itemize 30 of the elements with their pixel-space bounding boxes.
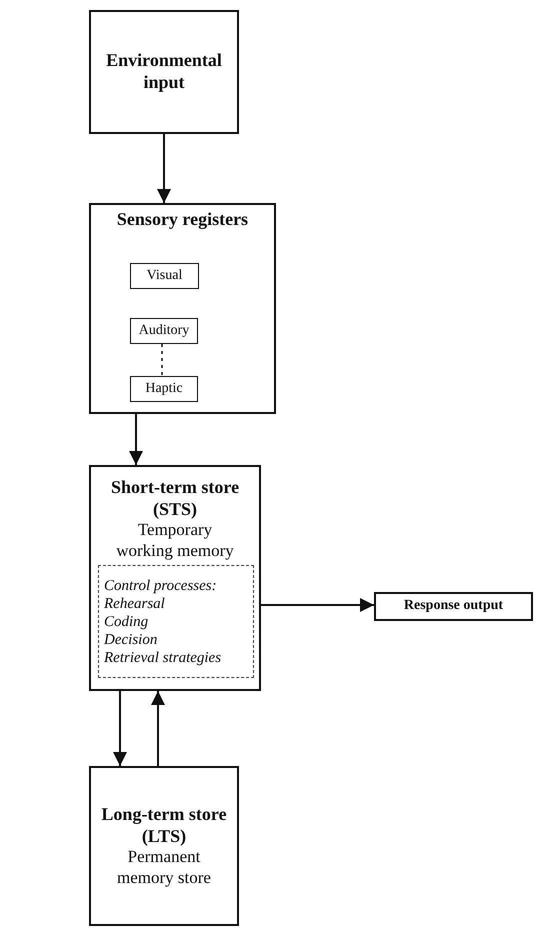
dashed-box bbox=[98, 565, 254, 678]
box-heading: Sensory registers bbox=[116, 209, 248, 231]
box-text: Auditory bbox=[138, 322, 190, 340]
box-text: Response output bbox=[404, 598, 504, 615]
process-box bbox=[89, 10, 239, 134]
box-text: Permanent memory store bbox=[116, 847, 212, 888]
box-heading: Environmental input bbox=[105, 50, 223, 94]
box-text: Coding bbox=[104, 612, 148, 630]
box-text: Retrieval strategies bbox=[104, 648, 222, 666]
box-text: Visual bbox=[146, 268, 182, 284]
arrow bbox=[151, 691, 165, 766]
box-heading: Long-term store (LTS) bbox=[100, 804, 228, 848]
box-text: Decision bbox=[104, 630, 158, 648]
arrow bbox=[113, 691, 127, 766]
process-box bbox=[130, 263, 199, 289]
box-heading: Control processes: bbox=[104, 576, 217, 594]
arrow bbox=[261, 598, 374, 612]
box-text: Rehearsal bbox=[104, 594, 165, 612]
process-box bbox=[89, 766, 239, 926]
process-box bbox=[374, 592, 533, 621]
arrow bbox=[129, 414, 143, 465]
arrow bbox=[157, 134, 171, 203]
box-text: Temporary working memory bbox=[115, 520, 235, 561]
process-box bbox=[89, 203, 276, 414]
process-box bbox=[130, 376, 198, 402]
box-heading: Short-term store (STS) bbox=[110, 477, 240, 520]
dashed-line bbox=[161, 344, 163, 376]
process-box bbox=[130, 318, 198, 344]
box-text: Haptic bbox=[145, 380, 183, 398]
process-box bbox=[89, 465, 261, 691]
